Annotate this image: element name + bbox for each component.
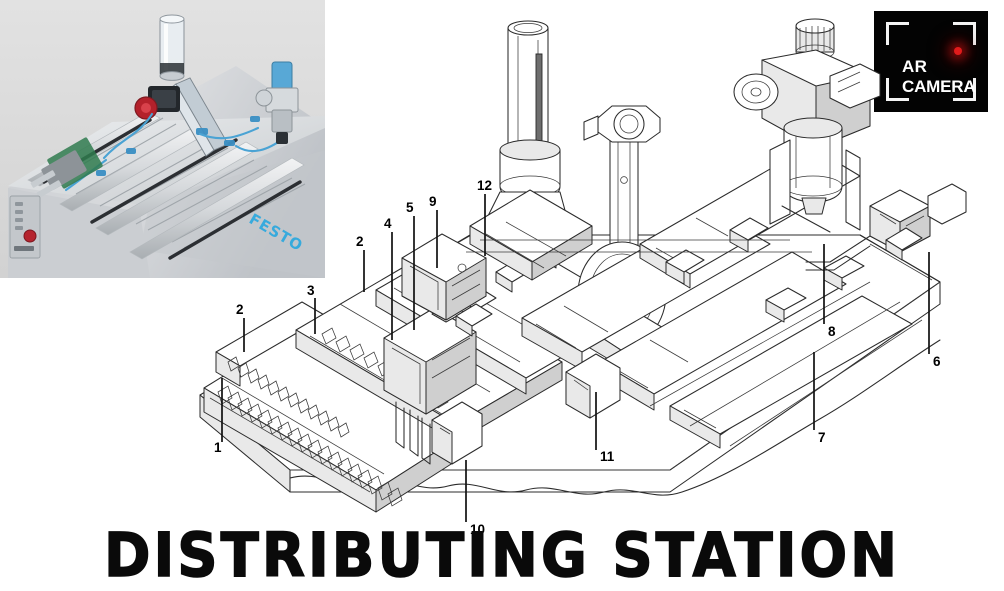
- distributing-station-technical-drawing: 1 2 2 3 4 5 6 7 8 9 10 11 12: [170, 0, 1004, 535]
- record-dot-icon: [954, 47, 962, 55]
- technical-drawing-svg: 1 2 2 3 4 5 6 7 8 9 10 11 12: [199, 18, 967, 535]
- viewfinder-corner-top-left-icon: [886, 22, 909, 45]
- callout-2b: 2: [356, 234, 364, 249]
- callout-6: 6: [933, 354, 941, 369]
- callout-7: 7: [818, 430, 826, 445]
- back-edge-details: [859, 227, 941, 283]
- callout-3: 3: [307, 283, 315, 298]
- viewfinder-corner-top-right-icon: [953, 22, 976, 45]
- callout-2a: 2: [236, 302, 244, 317]
- callout-4: 4: [384, 216, 392, 231]
- ejecting-cylinder: [469, 189, 593, 281]
- callout-leaders: [221, 194, 930, 522]
- plate-support-feet: [431, 353, 621, 465]
- callout-1: 1: [214, 440, 222, 455]
- callout-9: 9: [429, 194, 437, 209]
- callout-11: 11: [600, 449, 615, 464]
- plate-surface-lines: [466, 239, 923, 447]
- page-title: DISTRIBUTING STATION: [103, 520, 900, 591]
- ar-camera-label-line1: AR: [902, 57, 928, 76]
- callout-10: 10: [470, 522, 485, 535]
- air-service-unit: [733, 18, 881, 233]
- viewfinder-corner-bottom-left-icon: [886, 78, 909, 101]
- callout-8: 8: [828, 324, 836, 339]
- valve-terminal: [401, 233, 487, 321]
- callout-numbers: 1 2 2 3 4 5 6 7 8 9 10 11 12: [214, 178, 941, 535]
- rail-sensor-clamps: [455, 217, 865, 337]
- ar-camera-badge: AR CAMERA: [874, 11, 988, 112]
- ar-camera-label: AR CAMERA: [874, 57, 988, 97]
- callout-12: 12: [477, 178, 492, 193]
- station-photo-image: FESTO: [0, 0, 325, 278]
- linear-drive-block: [383, 289, 477, 465]
- viewfinder-corner-bottom-right-icon: [953, 78, 976, 101]
- ar-camera-label-line2: CAMERA: [902, 77, 976, 96]
- callout-5: 5: [406, 200, 414, 215]
- station-photo-inset: FESTO: [0, 0, 325, 278]
